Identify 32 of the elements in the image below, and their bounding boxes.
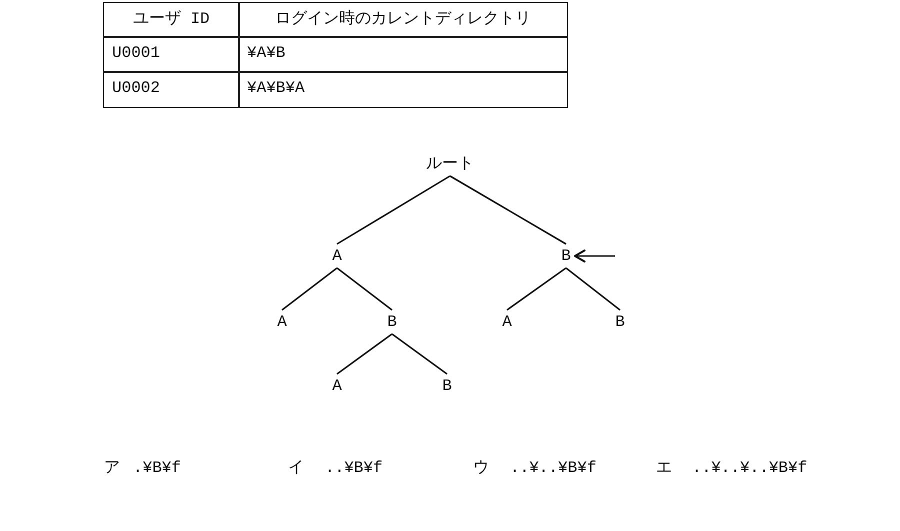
- choice-letter: ウ: [473, 458, 489, 478]
- branch-line: [336, 267, 392, 311]
- directory-label: A: [498, 310, 516, 334]
- table-cell: U0001: [103, 36, 240, 72]
- branch-line: [566, 267, 620, 311]
- table-cell: U0002: [103, 71, 240, 108]
- choice-letter: イ: [288, 458, 304, 478]
- directory-label: B: [438, 374, 456, 398]
- directory-label: A: [328, 374, 346, 398]
- pointer-arrow: [574, 250, 615, 262]
- answer-path: ..¥..¥..¥B¥f: [692, 458, 808, 478]
- table-cell: ¥A¥B¥A: [238, 71, 568, 108]
- answer-path: ..¥..¥B¥f: [510, 458, 596, 478]
- branch-line: [450, 175, 566, 245]
- choice-letter: エ: [656, 458, 672, 478]
- directory-label: A: [328, 244, 346, 268]
- branch-line: [282, 267, 338, 311]
- branch-line: [336, 175, 450, 245]
- directory-label: B: [611, 310, 629, 334]
- branch-line: [506, 267, 566, 311]
- table-cell: ¥A¥B: [238, 36, 568, 72]
- branch-line: [392, 333, 448, 375]
- column-header: ログイン時のカレントディレクトリ: [238, 2, 568, 38]
- directory-label: B: [383, 310, 401, 334]
- choice-letter: ア: [104, 458, 120, 478]
- directory-label: B: [557, 244, 575, 268]
- root-label: ルート: [425, 152, 475, 176]
- directory-label: A: [273, 310, 291, 334]
- column-header: ユーザ ID: [103, 2, 240, 38]
- answer-path: .¥B¥f: [133, 458, 182, 478]
- answer-path: ..¥B¥f: [325, 458, 383, 478]
- branch-line: [336, 333, 392, 375]
